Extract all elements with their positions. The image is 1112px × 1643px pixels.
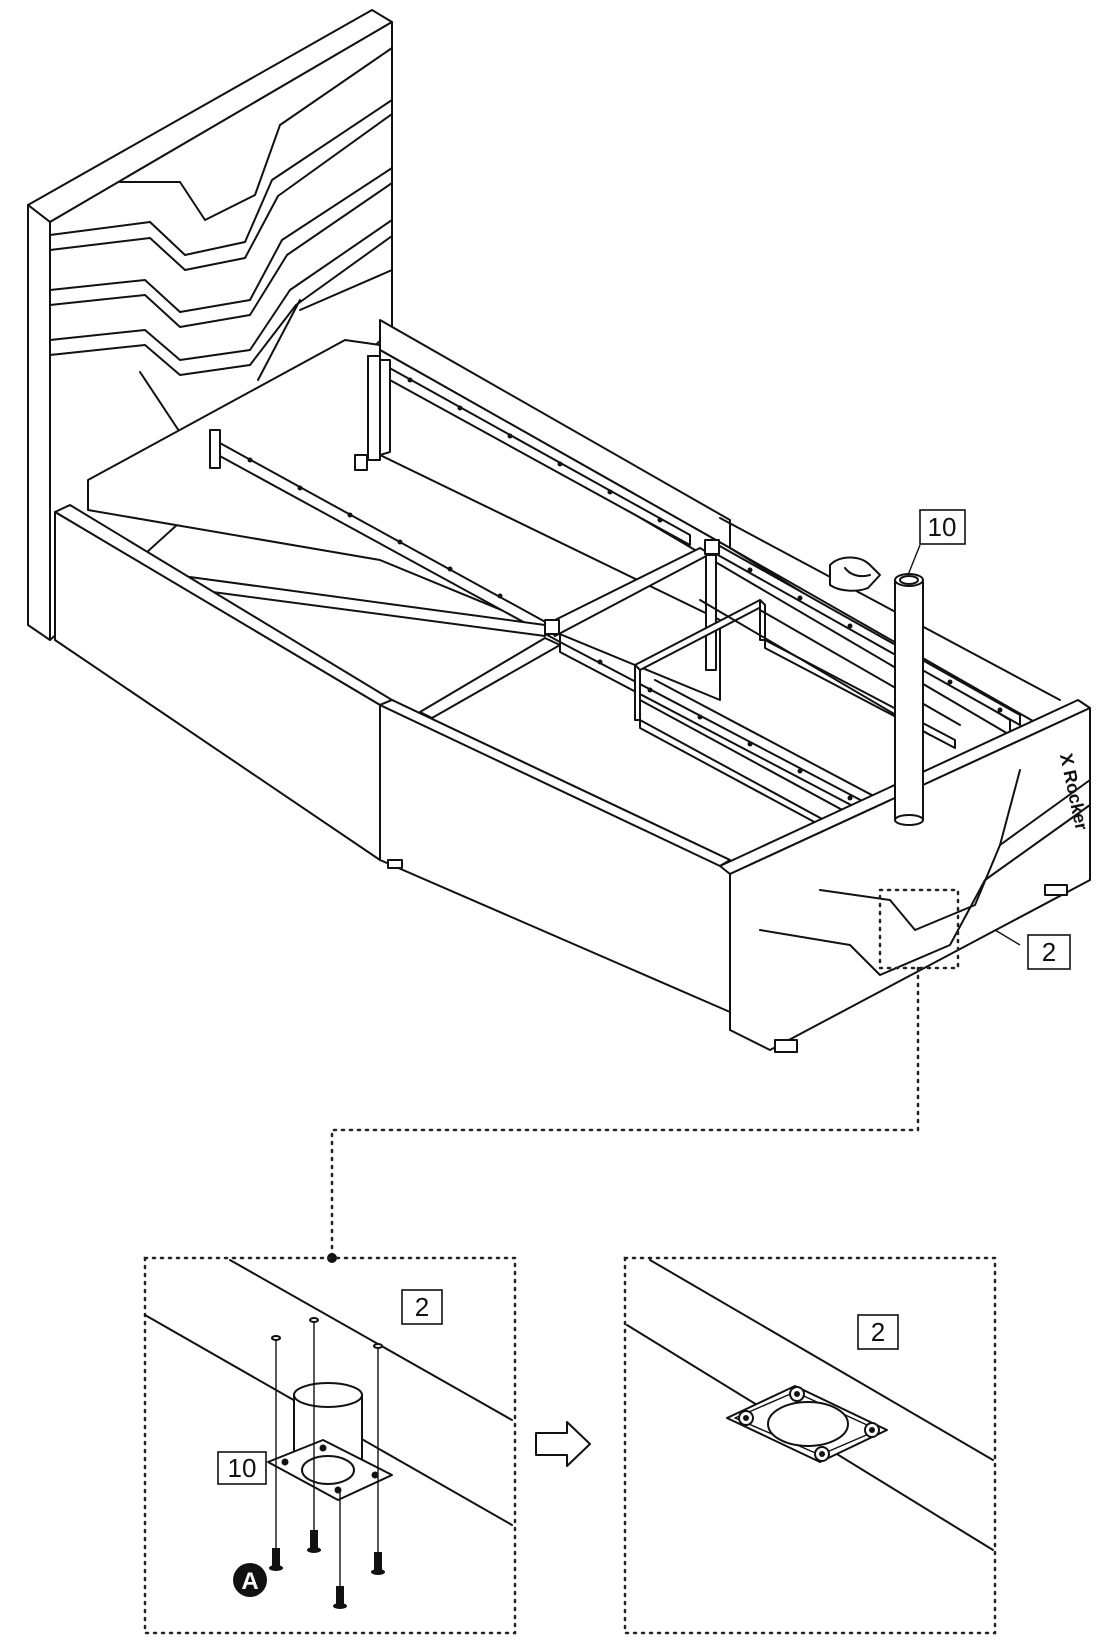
svg-text:A: A bbox=[241, 1568, 258, 1595]
rail-holes bbox=[247, 377, 1003, 801]
crossbars bbox=[174, 377, 1003, 853]
label-leg-detail1: 10 bbox=[217, 1451, 267, 1485]
hand-holding-leg bbox=[829, 556, 881, 592]
leg-tube bbox=[894, 573, 924, 826]
label-leg-main: 10 bbox=[907, 509, 966, 576]
bolt-head bbox=[814, 1446, 830, 1462]
screw-marker-a: A bbox=[233, 1563, 267, 1597]
screw-icon bbox=[269, 1548, 283, 1571]
svg-text:2: 2 bbox=[1042, 937, 1056, 967]
label-frame-detail1: 2 bbox=[401, 1289, 443, 1325]
bolt-head bbox=[789, 1386, 805, 1402]
label-frame-main: 2 bbox=[994, 929, 1071, 970]
label-frame-detail2: 2 bbox=[857, 1314, 899, 1350]
svg-text:10: 10 bbox=[928, 512, 957, 542]
arrow-right-icon bbox=[535, 1421, 591, 1467]
screw-icon bbox=[371, 1552, 385, 1575]
detail-panel-after: 2 bbox=[623, 1256, 997, 1635]
front-side-rail bbox=[54, 504, 731, 1013]
svg-text:2: 2 bbox=[871, 1317, 885, 1347]
detail-panel-before: 2 bbox=[143, 1256, 517, 1635]
bolt-head bbox=[864, 1422, 880, 1438]
svg-text:10: 10 bbox=[228, 1453, 257, 1483]
bolt-head bbox=[738, 1410, 754, 1426]
bed-frame-interior bbox=[87, 319, 1061, 736]
screw-icon bbox=[333, 1586, 347, 1609]
screw-icon bbox=[307, 1530, 321, 1553]
svg-text:2: 2 bbox=[415, 1292, 429, 1322]
